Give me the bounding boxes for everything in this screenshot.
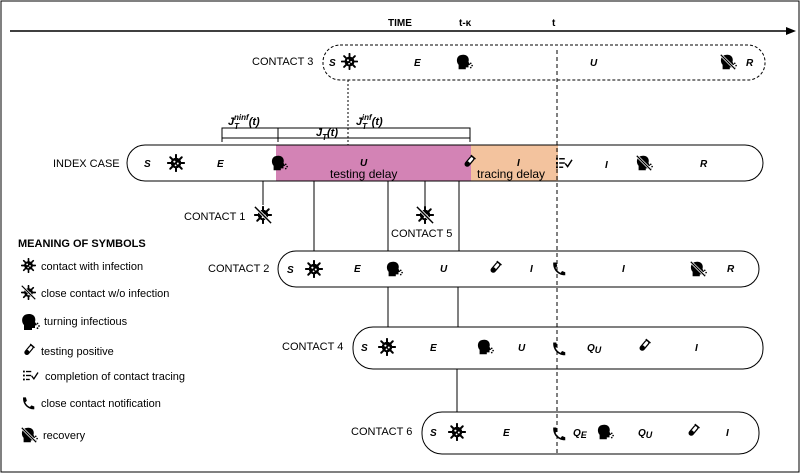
test-tube-icon [488, 260, 503, 275]
state-s: S [361, 343, 368, 354]
state-i: I [605, 160, 608, 171]
time-tick-t: t [552, 18, 556, 29]
tracing-delay-label: tracing delay [477, 167, 545, 181]
virus-icon [448, 423, 466, 441]
test-tube-icon [686, 423, 701, 438]
virus-icon [378, 338, 396, 356]
legend-item-label: recovery [43, 430, 86, 442]
contact-1: CONTACT 1 [184, 207, 271, 223]
checklist-icon [555, 156, 573, 170]
state-r: R [700, 159, 708, 170]
contact-3-label: CONTACT 3 [252, 56, 313, 68]
bracket-label-all: JT(t) [316, 127, 338, 142]
state-i: I [530, 264, 533, 275]
contact-5: CONTACT 5 [391, 207, 452, 240]
state-i: I [517, 158, 520, 169]
contact-6-timeline: CONTACT 6 S E QE QU I [351, 411, 760, 455]
recovered-head-icon [691, 262, 707, 276]
crossed-virus-icon [255, 207, 271, 223]
phone-icon [23, 397, 35, 410]
legend-item-label: close contact notification [41, 398, 161, 410]
virus-icon [341, 53, 358, 70]
legend-title: MEANING OF SYMBOLS [18, 238, 146, 250]
recovered-head-icon [637, 156, 653, 170]
infectious-head-icon [477, 339, 494, 355]
checklist-icon [22, 369, 39, 382]
crossed-virus-icon [22, 286, 36, 300]
state-e: E [217, 159, 224, 170]
state-i: I [695, 343, 698, 354]
state-e: E [430, 343, 437, 354]
legend-item-label: completion of contact tracing [45, 371, 185, 383]
state-u: U [590, 58, 598, 69]
test-tube-icon [22, 343, 36, 357]
state-q-u: QU [638, 428, 653, 440]
testing-delay-label: testing delay [330, 167, 397, 181]
recovered-head-icon [721, 55, 737, 69]
phone-icon [553, 342, 566, 356]
contact-2-timeline: CONTACT 2 S E U I I R [208, 250, 760, 288]
legend-item-label: testing positive [41, 346, 114, 358]
contact-2-label: CONTACT 2 [208, 263, 269, 275]
contact-5-label: CONTACT 5 [391, 228, 452, 240]
time-brackets [221, 127, 471, 142]
state-e: E [414, 58, 421, 69]
state-s: S [430, 428, 437, 439]
contact-3-timeline: CONTACT 3 S E U R [252, 44, 766, 81]
state-u: U [518, 343, 526, 354]
infectious-head-icon [22, 314, 40, 330]
test-tube-icon [637, 338, 652, 353]
time-axis-label: TIME [388, 18, 412, 29]
state-u: U [360, 158, 368, 169]
legend-item-label: turning infectious [44, 316, 128, 328]
state-s: S [287, 265, 294, 276]
virus-icon [305, 260, 323, 278]
connector-lines [262, 50, 558, 455]
recovered-head-icon [22, 428, 38, 442]
state-e: E [354, 264, 361, 275]
legend: MEANING OF SYMBOLS contact with infectio… [18, 238, 185, 442]
phone-icon [553, 262, 566, 276]
state-i: I [622, 264, 625, 275]
state-i: I [726, 428, 729, 439]
state-s: S [329, 58, 336, 69]
phone-icon [553, 427, 566, 441]
contact-6-label: CONTACT 6 [351, 426, 412, 438]
state-q-e: QE [573, 428, 588, 440]
index-case-timeline: INDEX CASE S E U testing delay I tracing… [53, 144, 764, 182]
legend-item-label: close contact w/o infection [41, 288, 169, 300]
infectious-head-icon [386, 261, 403, 277]
bracket-label-ninf: JTninf(t) [228, 113, 260, 131]
tracing-delay-region [471, 145, 558, 181]
contact-4-label: CONTACT 4 [282, 341, 343, 353]
crossed-virus-icon [417, 207, 433, 223]
legend-item-label: contact with infection [41, 261, 143, 273]
time-tick-t-kappa: t-κ [459, 18, 472, 29]
state-q-u: QU [587, 343, 602, 355]
infectious-head-icon [456, 54, 473, 70]
bracket-label-inf: JTinf(t) [356, 113, 383, 131]
index-case-label: INDEX CASE [53, 158, 120, 170]
virus-icon [21, 258, 36, 273]
state-u: U [440, 264, 448, 275]
contact-1-label: CONTACT 1 [184, 211, 245, 223]
state-r: R [746, 58, 754, 69]
state-e: E [503, 428, 510, 439]
time-axis: TIME t-κ t [10, 18, 796, 35]
infectious-head-icon [597, 424, 614, 440]
virus-icon [167, 154, 185, 172]
state-r: R [727, 264, 735, 275]
testing-delay-region [276, 145, 471, 181]
contact-4-timeline: CONTACT 4 S E U QU I [282, 326, 764, 370]
state-s: S [144, 159, 151, 170]
